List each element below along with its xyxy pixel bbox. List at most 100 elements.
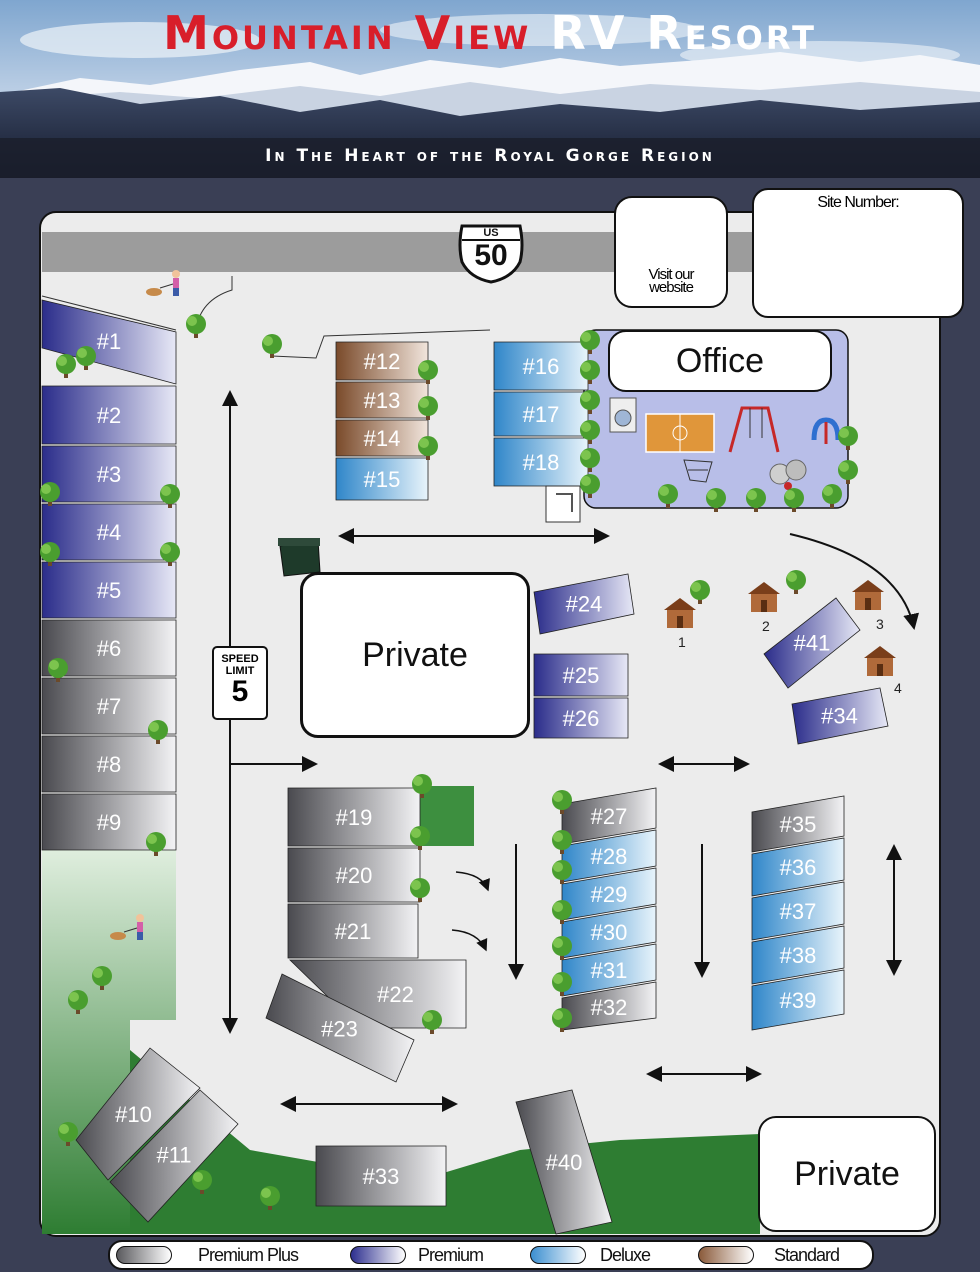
us-shield-label: US [483, 227, 499, 239]
legend-swatch-premium-plus [116, 1246, 172, 1264]
rv-site-4[interactable]: #4 [41, 503, 177, 561]
rv-site-28[interactable]: #28 [561, 829, 657, 883]
rv-site-label: #26 [563, 706, 600, 731]
rv-site-31[interactable]: #31 [561, 943, 657, 997]
cabin-number: 1 [678, 634, 686, 650]
legend-label: Premium [418, 1245, 484, 1265]
cabin-icon [852, 580, 884, 610]
cabin-1[interactable] [662, 598, 698, 628]
tree-icon [410, 878, 430, 902]
tree-icon [580, 448, 600, 472]
rv-site-18[interactable]: #18 [493, 437, 589, 487]
rv-site-39[interactable]: #39 [751, 969, 845, 1031]
rv-site-40[interactable]: #40 [515, 1089, 613, 1235]
site-number-box[interactable]: Site Number: [752, 188, 964, 318]
rv-site-label: #27 [591, 804, 628, 829]
mountain-photo [0, 0, 980, 178]
rv-site-label: #22 [377, 982, 414, 1007]
rv-site-41[interactable]: #41 [763, 597, 861, 689]
legend-label: Premium Plus [198, 1245, 299, 1265]
tree-icon [838, 460, 858, 484]
rv-site-25[interactable]: #25 [533, 653, 629, 697]
tagline: In The Heart of the Royal Gorge Region [265, 146, 715, 166]
speed-sign-line2: LIMIT [225, 665, 255, 677]
rv-site-22[interactable]: #22 [289, 959, 467, 1029]
qr-website-card[interactable]: Visit our website [614, 196, 728, 308]
rv-site-label: #40 [546, 1150, 583, 1175]
tree-icon [68, 990, 88, 1014]
rv-site-27[interactable]: #27 [561, 787, 657, 845]
rv-site-24[interactable]: #24 [533, 573, 635, 635]
rv-site-7[interactable]: #7 [41, 677, 177, 735]
tree-icon [412, 774, 432, 798]
rv-site-13[interactable]: #13 [335, 381, 429, 419]
rv-site-label: #24 [566, 592, 603, 617]
rv-site-6[interactable]: #6 [41, 619, 177, 677]
site-number-label: Site Number: [817, 194, 899, 211]
rv-site-label: #37 [780, 899, 817, 924]
rv-site-label: #35 [780, 812, 817, 837]
rv-site-label: #28 [591, 844, 628, 869]
rv-site-17[interactable]: #17 [493, 391, 589, 437]
rv-site-29[interactable]: #29 [561, 867, 657, 921]
rv-site-15[interactable]: #15 [335, 457, 429, 501]
cabin-number: 3 [876, 616, 884, 632]
rv-site-label: #6 [97, 636, 121, 661]
rv-site-23[interactable]: #23 [265, 973, 415, 1083]
swing-set-icon [728, 406, 780, 453]
rv-site-35[interactable]: #35 [751, 795, 845, 853]
tree-icon [552, 1008, 572, 1032]
rv-site-3[interactable]: #3 [41, 445, 177, 503]
rv-site-14[interactable]: #14 [335, 419, 429, 457]
rv-site-26[interactable]: #26 [533, 697, 629, 739]
title-part-rv-resort: RV Resort [550, 6, 817, 60]
speed-sign-line1: SPEED [221, 653, 259, 665]
rv-site-2[interactable]: #2 [41, 385, 177, 445]
cabin-icon [748, 582, 780, 612]
tree-icon [784, 488, 804, 512]
rv-site-8[interactable]: #8 [41, 735, 177, 793]
private-area-corner: Private [758, 1116, 936, 1232]
rv-site-38[interactable]: #38 [751, 925, 845, 985]
rv-site-5[interactable]: #5 [41, 561, 177, 619]
cabin-2[interactable] [746, 582, 782, 612]
rv-site-10[interactable]: #10 [75, 1047, 201, 1181]
rv-site-label: #32 [591, 995, 628, 1020]
rv-site-33[interactable]: #33 [315, 1145, 447, 1207]
tree-icon [92, 966, 112, 990]
tree-icon [552, 830, 572, 854]
office-building: Office [608, 330, 832, 392]
rv-site-37[interactable]: #37 [751, 881, 845, 941]
rv-site-34[interactable]: #34 [791, 687, 889, 745]
rv-site-16[interactable]: #16 [493, 341, 589, 391]
rv-site-36[interactable]: #36 [751, 837, 845, 897]
tree-icon [690, 580, 710, 604]
rv-site-11[interactable]: #11 [109, 1089, 239, 1223]
rv-site-30[interactable]: #30 [561, 905, 657, 959]
resort-title: Mountain View RV Resort [0, 6, 980, 60]
rv-site-12[interactable]: #12 [335, 341, 429, 381]
rv-site-1[interactable]: #1 [41, 299, 177, 385]
rv-site-21[interactable]: #21 [287, 903, 419, 959]
rv-site-label: #36 [780, 855, 817, 880]
cabin-4[interactable] [862, 646, 898, 676]
cabin-3[interactable] [850, 580, 886, 610]
rv-site-label: #18 [523, 450, 560, 475]
rv-site-9[interactable]: #9 [41, 793, 177, 851]
tree-icon [786, 570, 806, 594]
legend-swatch-deluxe [530, 1246, 586, 1264]
tree-icon [186, 314, 206, 338]
rv-site-20[interactable]: #20 [287, 847, 421, 903]
tree-icon [552, 790, 572, 814]
rv-site-label: #38 [780, 943, 817, 968]
rv-site-32[interactable]: #32 [561, 981, 657, 1031]
rv-site-19[interactable]: #19 [287, 787, 421, 847]
tree-icon [822, 484, 842, 508]
traffic-arrow [455, 871, 490, 892]
rv-site-label: #13 [364, 388, 401, 413]
rv-site-label: #21 [335, 919, 372, 944]
rv-site-label: #33 [363, 1164, 400, 1189]
tree-icon [160, 542, 180, 566]
tree-icon [160, 484, 180, 508]
